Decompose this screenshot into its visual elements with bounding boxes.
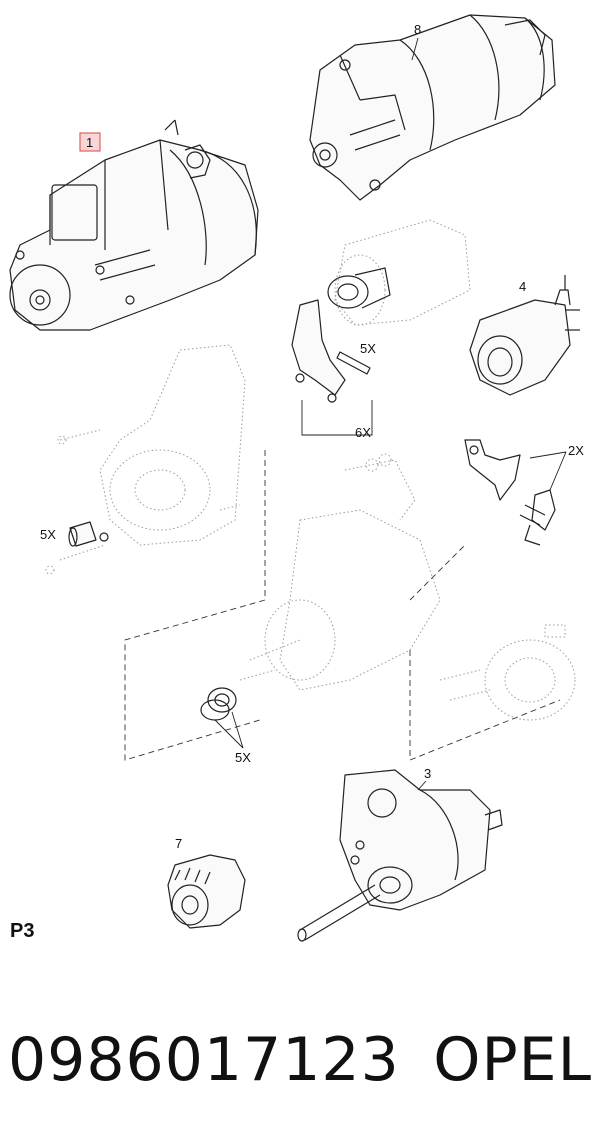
engagement-lever — [291, 299, 346, 403]
part-number: 0986017123 — [8, 1025, 400, 1095]
bushing-part — [68, 521, 97, 547]
guide-frame-left — [124, 450, 266, 761]
callout-qty-5x-ring: 5X — [235, 750, 251, 765]
callout-qty-5x-bushing: 5X — [40, 527, 56, 542]
exploded-parts-diagram: 1 8 5X 6X — [9, 14, 584, 942]
starter-motor-8 — [309, 14, 556, 201]
callout-qty-5x-pin: 5X — [360, 341, 376, 356]
bracket-6x — [301, 400, 373, 436]
leader-2x — [529, 451, 567, 491]
guide-frame-right — [409, 544, 561, 761]
motor-housing-ghost — [45, 344, 246, 575]
callout-part-8: 8 — [414, 22, 421, 37]
drive-end-shield-3 — [297, 769, 503, 942]
solenoid-switch-4 — [469, 275, 580, 396]
part-1-highlight-box — [79, 132, 101, 152]
page-label: P3 — [10, 920, 35, 942]
callout-part-1: 1 — [86, 135, 93, 150]
leader-part-8 — [411, 37, 419, 61]
pinion-drive-7 — [167, 854, 246, 929]
drive-housing-ghost — [239, 453, 441, 691]
callout-qty-2x: 2X — [568, 443, 584, 458]
pin-part — [336, 351, 371, 375]
leader-part-3 — [417, 780, 427, 791]
retaining-ring-set — [200, 687, 237, 721]
brand-name: OPEL — [433, 1025, 592, 1095]
solenoid-outline-ghost — [334, 219, 471, 326]
brush-set — [464, 439, 556, 546]
callout-part-3: 3 — [424, 766, 431, 781]
plunger-part — [327, 267, 391, 309]
leader-5x-ring — [214, 711, 244, 749]
callout-part-4: 4 — [519, 279, 526, 294]
callout-qty-6x: 6X — [355, 425, 371, 440]
footer-caption: 0986017123 OPEL — [8, 1010, 592, 1110]
callout-part-7: 7 — [175, 836, 182, 851]
washer-part — [99, 532, 109, 542]
starter-motor-assembly-1 — [9, 119, 259, 331]
field-frame-ghost — [439, 624, 576, 721]
